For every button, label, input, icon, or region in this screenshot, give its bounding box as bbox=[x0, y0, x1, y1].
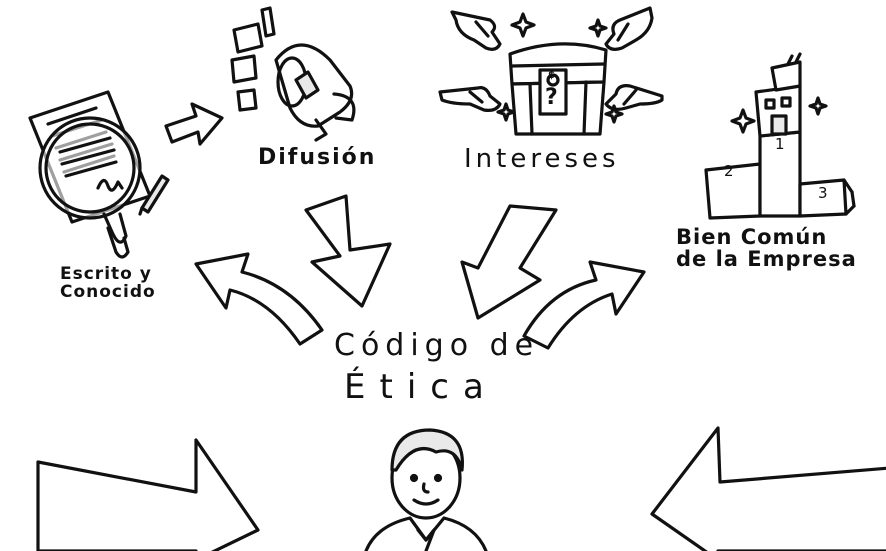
treasure-chest-icon bbox=[508, 42, 608, 136]
chest-lock-mark: $ bbox=[548, 70, 557, 81]
podium-number-3: 3 bbox=[818, 184, 830, 202]
pointing-hand-top-left-icon bbox=[450, 10, 502, 51]
label-escrito-y-conocido: Escrito y Conocido bbox=[60, 264, 156, 302]
label-codigo-de: Código de bbox=[334, 328, 540, 363]
megaphone-icon bbox=[230, 6, 356, 142]
arrow-codigo-to-escrito bbox=[194, 252, 324, 346]
chest-question-mark: ? bbox=[545, 85, 560, 110]
arrow-intereses-to-codigo bbox=[460, 204, 558, 320]
arrow-difusion-to-codigo bbox=[304, 194, 392, 308]
sparkle-icons bbox=[496, 12, 828, 134]
businessman-icon bbox=[364, 428, 488, 551]
building-icon bbox=[754, 52, 802, 138]
pointing-hand-top-right-icon bbox=[604, 6, 654, 51]
podium-number-2: 2 bbox=[724, 162, 736, 180]
podium-number-1: 1 bbox=[775, 135, 787, 153]
magnifier-document-icon bbox=[28, 90, 170, 259]
arrow-to-difusion bbox=[164, 102, 224, 146]
pointing-hand-left-icon bbox=[438, 86, 502, 112]
arrow-codigo-to-bien-comun bbox=[522, 260, 646, 350]
label-intereses: Intereses bbox=[464, 144, 620, 174]
arrow-right-bottom bbox=[650, 426, 886, 551]
label-bien-line2: de la Empresa bbox=[676, 247, 857, 272]
label-bien-comun: Bien Común de la Empresa bbox=[676, 226, 857, 270]
label-difusion: Difusión bbox=[258, 145, 377, 170]
label-escrito-line2: Conocido bbox=[60, 281, 156, 302]
label-escrito-line1: Escrito y bbox=[60, 264, 152, 284]
label-etica: Ética bbox=[344, 367, 498, 407]
arrow-left-bottom bbox=[36, 438, 260, 551]
podium-icon bbox=[704, 130, 856, 220]
label-bien-line1: Bien Común bbox=[676, 225, 828, 249]
